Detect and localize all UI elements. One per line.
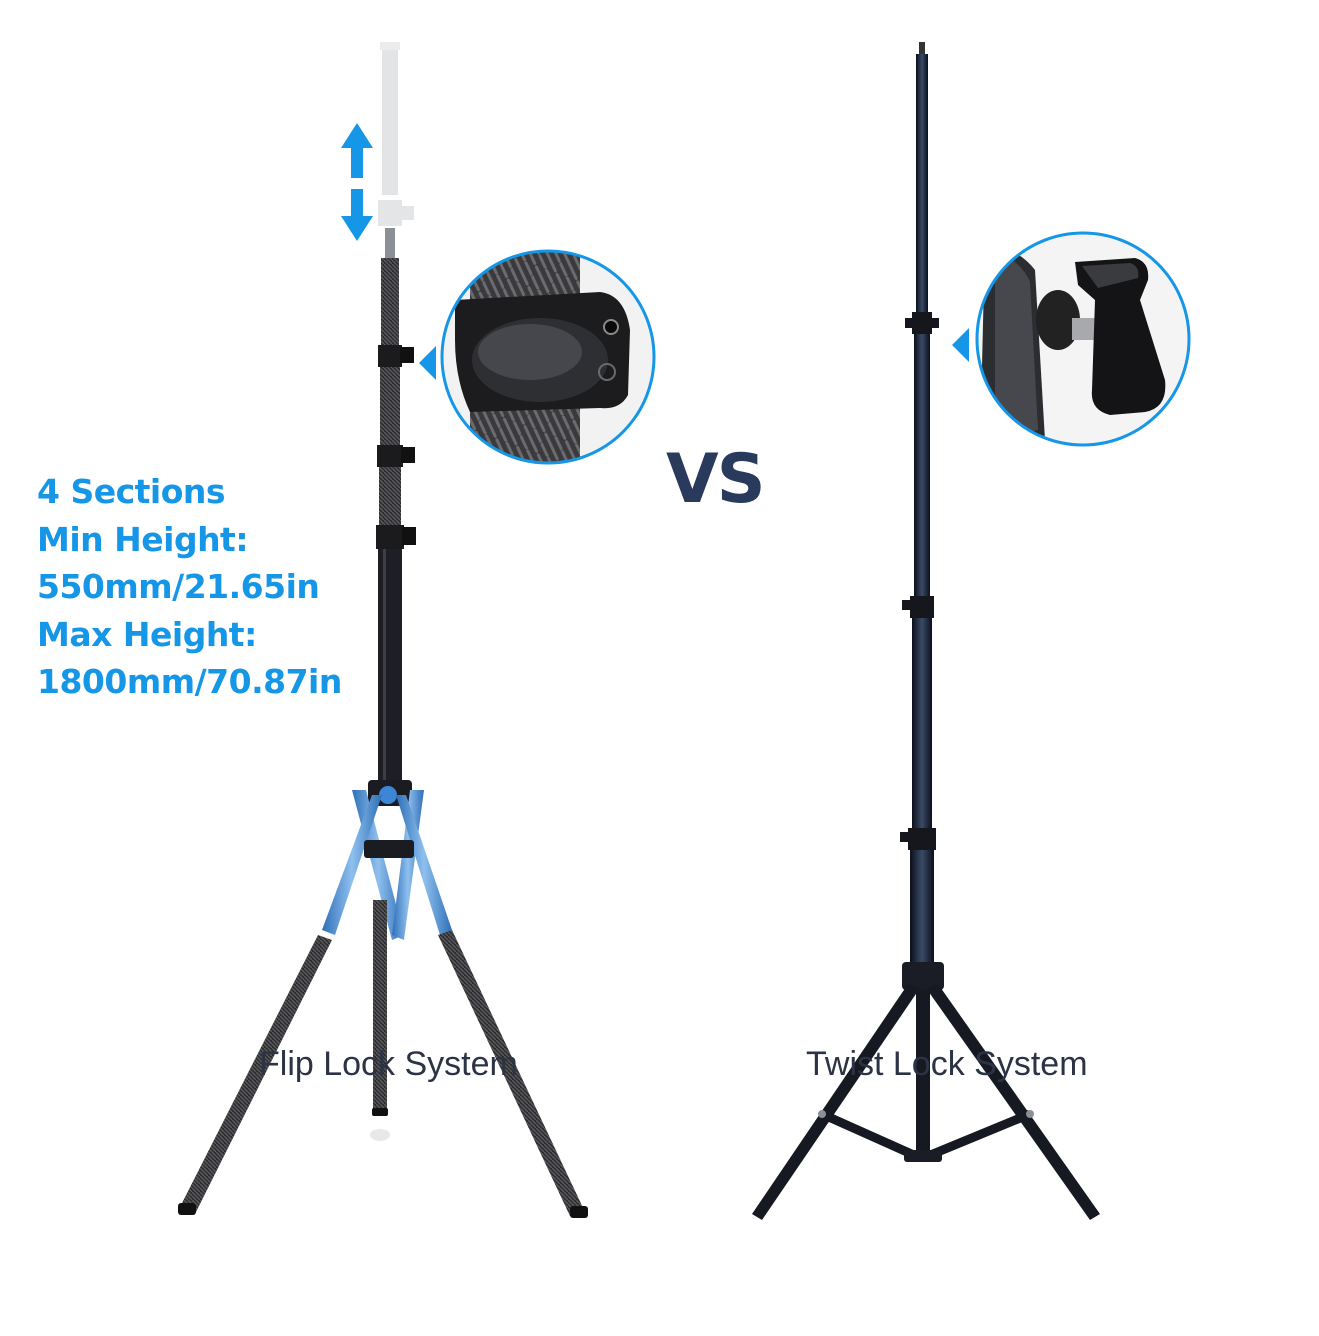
max-height-value: 1800mm/70.87in — [37, 662, 342, 701]
max-height-label: Max Height: — [37, 614, 257, 654]
twist-lock-caption: Twist Lock System — [806, 1045, 1088, 1083]
flip-lock-detail-circle — [440, 249, 656, 465]
height-adjust-arrows-icon — [341, 123, 373, 241]
vs-label: VS — [666, 440, 766, 519]
min-height-value: 550mm/21.65in — [37, 567, 320, 606]
spec-block: 4 Sections Min Height: 550mm/21.65in Max… — [37, 468, 342, 706]
flip-lock-caption: Flip Lock System — [259, 1045, 518, 1083]
twist-lock-stand — [752, 42, 1100, 1220]
callout-pointer-left — [419, 346, 436, 380]
flip-lock-tripod — [178, 42, 588, 1218]
callout-pointer-right — [952, 328, 969, 362]
extended-section-ghost — [378, 42, 414, 226]
sections-count: 4 Sections — [37, 472, 226, 511]
twist-lock-detail-circle — [975, 231, 1191, 447]
min-height-label: Min Height: — [37, 519, 249, 559]
